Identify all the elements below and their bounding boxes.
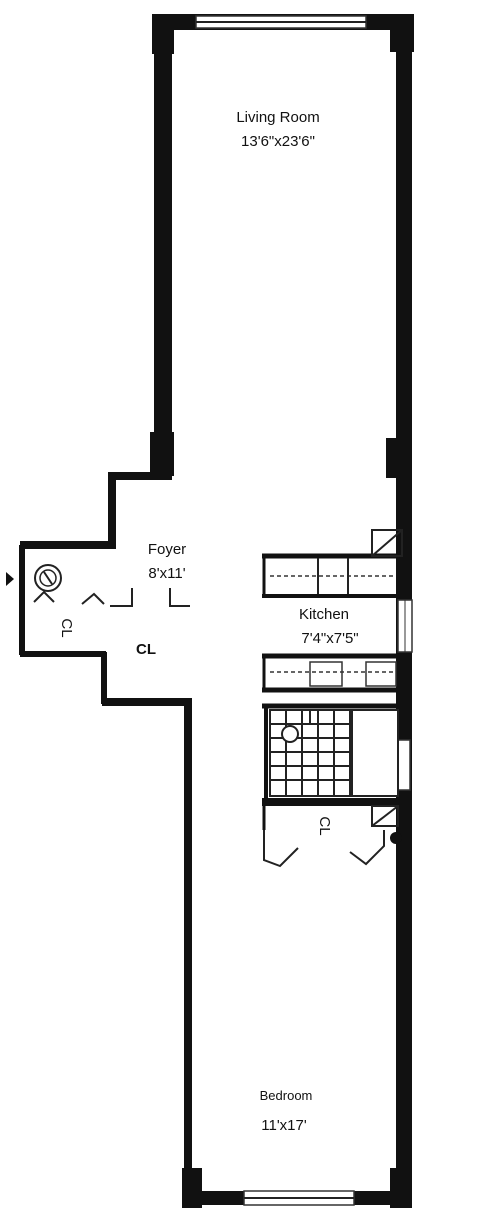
bedroom-name: Bedroom <box>260 1088 313 1103</box>
foyer-name: Foyer <box>148 541 186 558</box>
entry-door-icon <box>6 564 62 592</box>
bedroom-size: 11'x17' <box>261 1117 307 1134</box>
bedroom-closet-label: CL <box>316 816 333 835</box>
kitchen-size: 7'4"x7'5" <box>301 630 358 647</box>
bedroom-closet <box>262 802 404 868</box>
bathroom <box>262 703 404 802</box>
outer-walls <box>19 14 414 1208</box>
foyer-size: 8'x11' <box>148 565 185 582</box>
foyer-closet-label: CL <box>136 641 156 658</box>
kitchen-fixtures <box>262 529 404 693</box>
foyer-fixtures <box>33 588 190 607</box>
window-icon <box>195 15 413 1206</box>
living-room-name: Living Room <box>236 109 319 126</box>
living-room-size: 13'6"x23'6" <box>241 133 315 150</box>
kitchen-name: Kitchen <box>299 606 349 623</box>
entry-closet-label: CL <box>58 618 75 637</box>
